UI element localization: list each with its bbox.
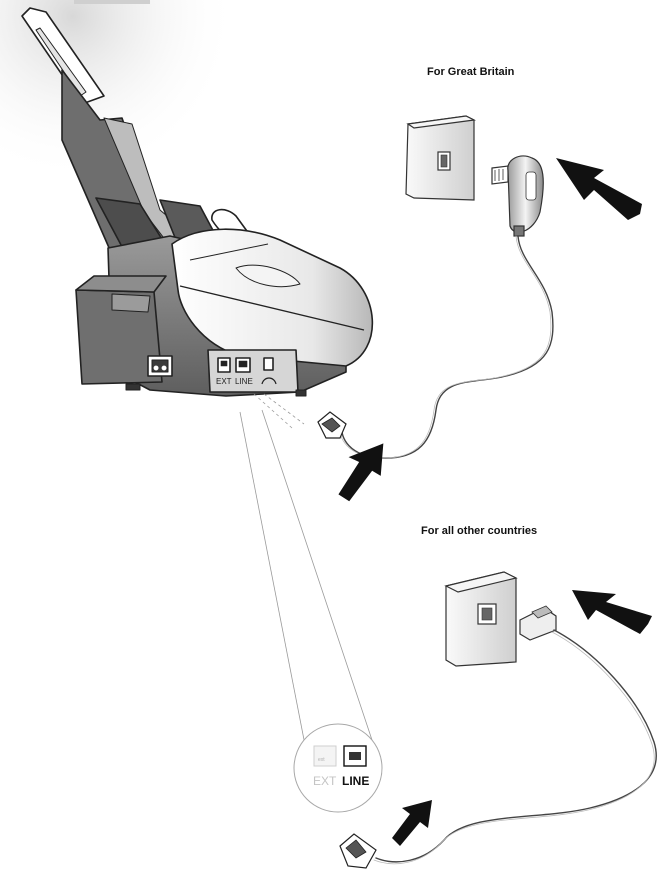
gb-wall-plate-top <box>406 115 477 129</box>
gb-rj11-plug <box>317 411 347 439</box>
drum-highlight <box>189 243 269 261</box>
power-socket-hole <box>151 359 169 373</box>
gb-socket-slot <box>440 154 448 168</box>
zoom-ext-jack-icon <box>313 745 337 767</box>
zoom-guides <box>239 393 375 751</box>
other-cable <box>375 629 657 863</box>
insert-arrow-icon <box>392 800 432 846</box>
zoom-circle <box>293 723 383 813</box>
arrows <box>338 158 652 846</box>
zoom-line-label: LINE <box>342 774 369 788</box>
gb-cable-highlight <box>339 235 552 459</box>
bottom-rj11-contacts <box>345 839 367 859</box>
ext-port-label: EXT <box>216 377 232 386</box>
zoom-guide-right <box>261 409 375 747</box>
other-wall-socket <box>444 571 518 667</box>
fax-machine <box>21 7 374 397</box>
zoom-line-jack-hole <box>349 752 361 760</box>
zoom-guide-left <box>239 411 307 751</box>
label-great-britain: For Great Britain <box>427 66 515 78</box>
gb-wall-socket <box>405 115 477 201</box>
gb-adapter-prong <box>491 165 509 185</box>
other-wall-plate-top <box>444 571 518 593</box>
power-socket-pins <box>153 365 167 371</box>
zoom-guide-dash-1 <box>253 393 293 429</box>
other-rj11-plug <box>519 605 557 641</box>
zoom-guide-dash-2 <box>263 393 305 425</box>
label-other-countries: For all other countries <box>421 525 538 537</box>
zoom-ext-tiny-label: ext <box>318 757 325 763</box>
gb-adapter <box>491 155 544 237</box>
gb-adapter-body <box>507 155 544 233</box>
foot-right <box>295 389 307 397</box>
line-port-label: LINE <box>235 377 253 386</box>
gb-adapter-port <box>525 171 537 201</box>
handset-cradle-top <box>75 275 167 293</box>
drum-seam <box>179 285 365 331</box>
scanner-drum <box>171 228 374 367</box>
bottom-rj11-plug <box>339 833 377 869</box>
other-socket-slot <box>481 607 493 621</box>
gb-cable <box>341 235 554 459</box>
insert-arrow-icon <box>556 158 642 220</box>
top-edge-mark <box>74 0 150 4</box>
line-jack-hole <box>238 360 248 368</box>
handset-jack-icon <box>263 357 274 371</box>
ext-jack-hole <box>220 360 228 367</box>
gb-rj11-contacts <box>321 417 341 433</box>
drum-handle <box>235 264 301 288</box>
cradle-inner <box>111 293 151 313</box>
other-cable-highlight <box>373 631 655 865</box>
insert-arrow-icon <box>338 443 384 502</box>
zoom-inset <box>293 723 383 813</box>
insert-arrow-icon <box>572 590 652 634</box>
other-plug-clip <box>531 605 553 619</box>
gb-adapter-plug <box>513 225 525 237</box>
handset-icon <box>261 377 277 385</box>
foot-left <box>125 383 141 391</box>
zoom-ext-label: EXT <box>313 774 337 788</box>
cables <box>339 235 657 865</box>
